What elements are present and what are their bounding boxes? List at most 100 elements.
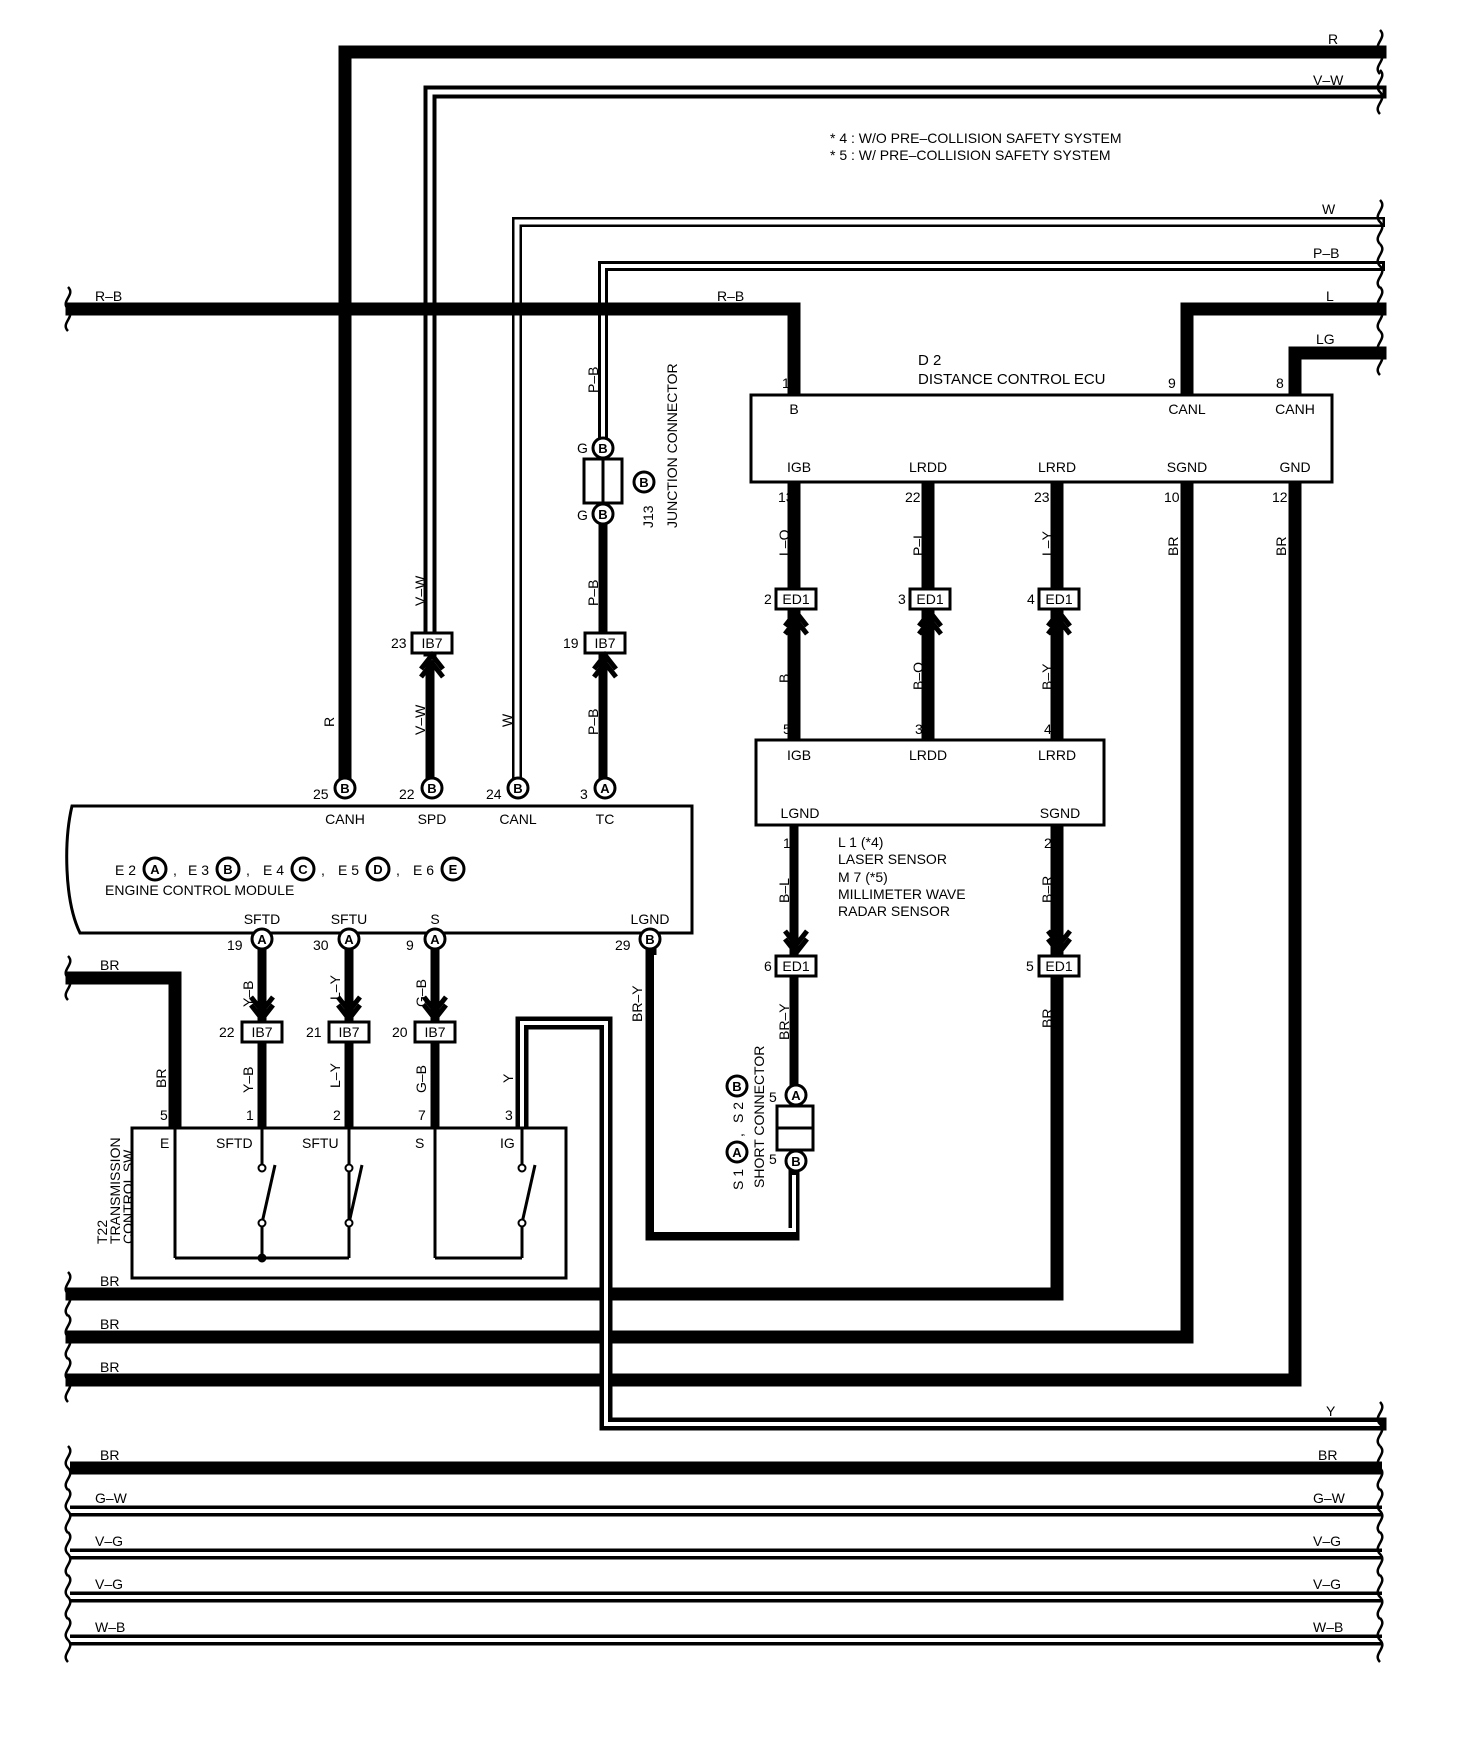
d2-wire-lo: L–O: [776, 529, 792, 556]
sensor-pin-1: 1: [783, 835, 791, 851]
d2-pin-22: 22: [905, 489, 921, 505]
d2-id: D 2: [918, 352, 941, 369]
t22-wire-yb: Y–B: [240, 1067, 256, 1093]
t22-name-2: TRANSMISSION: [107, 1137, 123, 1244]
ecm-wire-pb: P–B: [585, 709, 601, 735]
bus-left-1: BR: [100, 1316, 119, 1332]
ed1-lower-label-2: ED1: [1045, 958, 1072, 974]
t22-pin-2: 2: [333, 1107, 341, 1123]
d2-pin-12: 12: [1272, 489, 1288, 505]
d2-pin-23: 23: [1034, 489, 1050, 505]
ib7-pin-20: 20: [392, 1024, 408, 1040]
sensor-line-1: L 1 (*4): [838, 834, 883, 850]
arrow-igb: [783, 607, 809, 636]
t22-term-ig: IG: [500, 1135, 515, 1151]
d2-term-canh: CANH: [1275, 401, 1315, 417]
bus-left-2: BR: [100, 1359, 119, 1375]
right-wire-labels: R V–W W P–B L LG Y: [1313, 31, 1344, 1419]
bus-left-3: BR: [100, 1447, 119, 1463]
svg-text:B: B: [639, 475, 648, 490]
ecm-pin-30: 30: [313, 937, 329, 953]
ecm-bot-pin-3: B: [638, 927, 662, 951]
ib7-lower-label-2: IB7: [338, 1024, 359, 1040]
ecm-pin-3: 3: [580, 786, 588, 802]
distance-control-ecu-box: [749, 393, 1334, 484]
label-l: L: [1326, 288, 1334, 304]
arrow-s: [422, 995, 448, 1024]
wire-vw: [423, 85, 1387, 657]
svg-text:A: A: [430, 932, 440, 947]
ecm-top-pin-2: B: [506, 776, 530, 800]
bus-left-4: G–W: [95, 1490, 128, 1506]
bus-left-6: V–G: [95, 1576, 123, 1592]
arrow-lrdd: [917, 607, 943, 636]
t22-term-e: E: [160, 1135, 169, 1151]
wire-br: [65, 818, 1064, 1301]
ed1-label-1: ED1: [782, 591, 809, 607]
ecm-conn-id-4: E 6: [413, 862, 434, 878]
ed1-lower-label-1: ED1: [782, 958, 809, 974]
wire-break-marks: [64, 29, 1384, 1663]
t22-term-sftd: SFTD: [216, 1135, 253, 1151]
svg-text:B: B: [598, 441, 607, 456]
svg-text:B: B: [598, 507, 607, 522]
d2-term-igb: IGB: [787, 459, 811, 475]
ed1-pin-3: 3: [898, 591, 906, 607]
ecm-term-lgnd: LGND: [631, 911, 670, 927]
t22-pin-1: 1: [246, 1107, 254, 1123]
ecm-conn-letter-1: B: [215, 856, 241, 882]
ecm-pin-19: 19: [227, 937, 243, 953]
wire-label-br2: B–R: [1039, 876, 1055, 903]
sensor-pin-4: 4: [1044, 721, 1052, 737]
d2-name: DISTANCE CONTROL ECU: [918, 371, 1106, 388]
bus-right-4: G–W: [1313, 1490, 1346, 1506]
j13-letter: B: [632, 470, 656, 494]
spd-wire-upper: V–W: [412, 575, 428, 606]
svg-text:A: A: [600, 781, 610, 796]
wire-rb: [65, 302, 801, 402]
label-r: R: [1328, 31, 1338, 47]
arrow-lgnd: [783, 929, 809, 958]
sensor-term-igb: IGB: [787, 747, 811, 763]
wire-sgnd-br: [65, 475, 1194, 1344]
ecm-term-s: S: [430, 911, 439, 927]
bus-left-7: W–B: [95, 1619, 125, 1635]
t22-name-3: CONTROL SW: [120, 1149, 136, 1244]
short-conn-label: SHORT CONNECTOR: [751, 1046, 767, 1188]
t22-pin-7: 7: [418, 1107, 426, 1123]
j13-wire-bot: P–B: [585, 580, 601, 606]
t22-term-s: S: [415, 1135, 424, 1151]
sensor-pin-2: 2: [1044, 835, 1052, 851]
label-pb: P–B: [1313, 245, 1339, 261]
arrow-spd: [419, 650, 445, 679]
ecm-conn-letter-2: C: [290, 856, 316, 882]
ib7-lower-label-3: IB7: [424, 1024, 445, 1040]
ecm-bot-pin-2: A: [423, 927, 447, 951]
svg-text:E: E: [449, 862, 458, 877]
wire-gnd-br: [65, 475, 1302, 1387]
d2-pin-10: 10: [1164, 489, 1180, 505]
d2-term-lrdd: LRDD: [909, 459, 947, 475]
ecm-bottom-terms: SFTD SFTU S LGND 19 30 9 29 Y–B L–Y G–B …: [227, 911, 669, 1022]
ecm-conn-sep-1: ,: [246, 862, 250, 878]
note-1: * 4 : W/O PRE–COLLISION SAFETY SYSTEM: [830, 130, 1121, 146]
svg-text:B: B: [513, 781, 522, 796]
t22-term-sftu: SFTU: [302, 1135, 339, 1151]
j13-id: J13: [640, 505, 656, 528]
short-pin-b: B: [784, 1149, 808, 1173]
d2-wire-ly: L–Y: [1039, 530, 1055, 556]
j13-pin-top: B: [591, 436, 615, 460]
ib7-pin-23: 23: [391, 635, 407, 651]
ecm-pin-24: 24: [486, 786, 502, 802]
ecm-conn-id-2: E 4: [263, 862, 284, 878]
short-s2: S 2: [730, 1102, 746, 1123]
ecm-top-pin-3: A: [593, 776, 617, 800]
wire-label-bry: BR–Y: [776, 1003, 792, 1040]
bus-right-5: V–G: [1313, 1533, 1341, 1549]
ecm-bot-pin-0: A: [250, 927, 274, 951]
ecm-top-pin-0: B: [333, 776, 357, 800]
ecm-pin-25: 25: [313, 786, 329, 802]
ecm-name: ENGINE CONTROL MODULE: [105, 882, 294, 898]
ecm-conn-letter-4: E: [440, 856, 466, 882]
ecm-wire-vw: V–W: [412, 704, 428, 735]
